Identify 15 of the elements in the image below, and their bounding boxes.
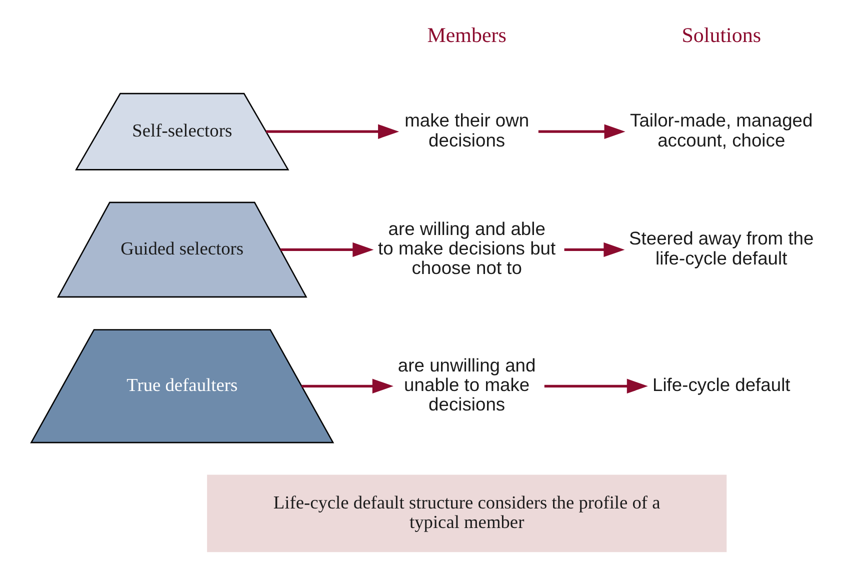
node-text: are unwilling and unable to make decisions xyxy=(398,354,536,415)
node-text: Life-cycle default xyxy=(652,374,790,396)
arrow xyxy=(544,378,648,394)
node-text: are willing and able to make decisions but choose not to xyxy=(378,218,556,278)
label: Solutions xyxy=(682,23,762,48)
node-box: Life-cycle default structure considers the profile of a typical member xyxy=(207,474,727,552)
arrow xyxy=(280,242,374,258)
arrow xyxy=(302,378,394,394)
arrow xyxy=(564,242,625,258)
arrow xyxy=(266,124,400,139)
node-text: Tailor-made, managed account, choice xyxy=(630,110,813,150)
node-text: Steered away from the life-cycle default xyxy=(629,228,814,268)
node-text: make their own decisions xyxy=(404,110,530,150)
label: Members xyxy=(427,23,506,48)
arrow xyxy=(538,124,626,139)
